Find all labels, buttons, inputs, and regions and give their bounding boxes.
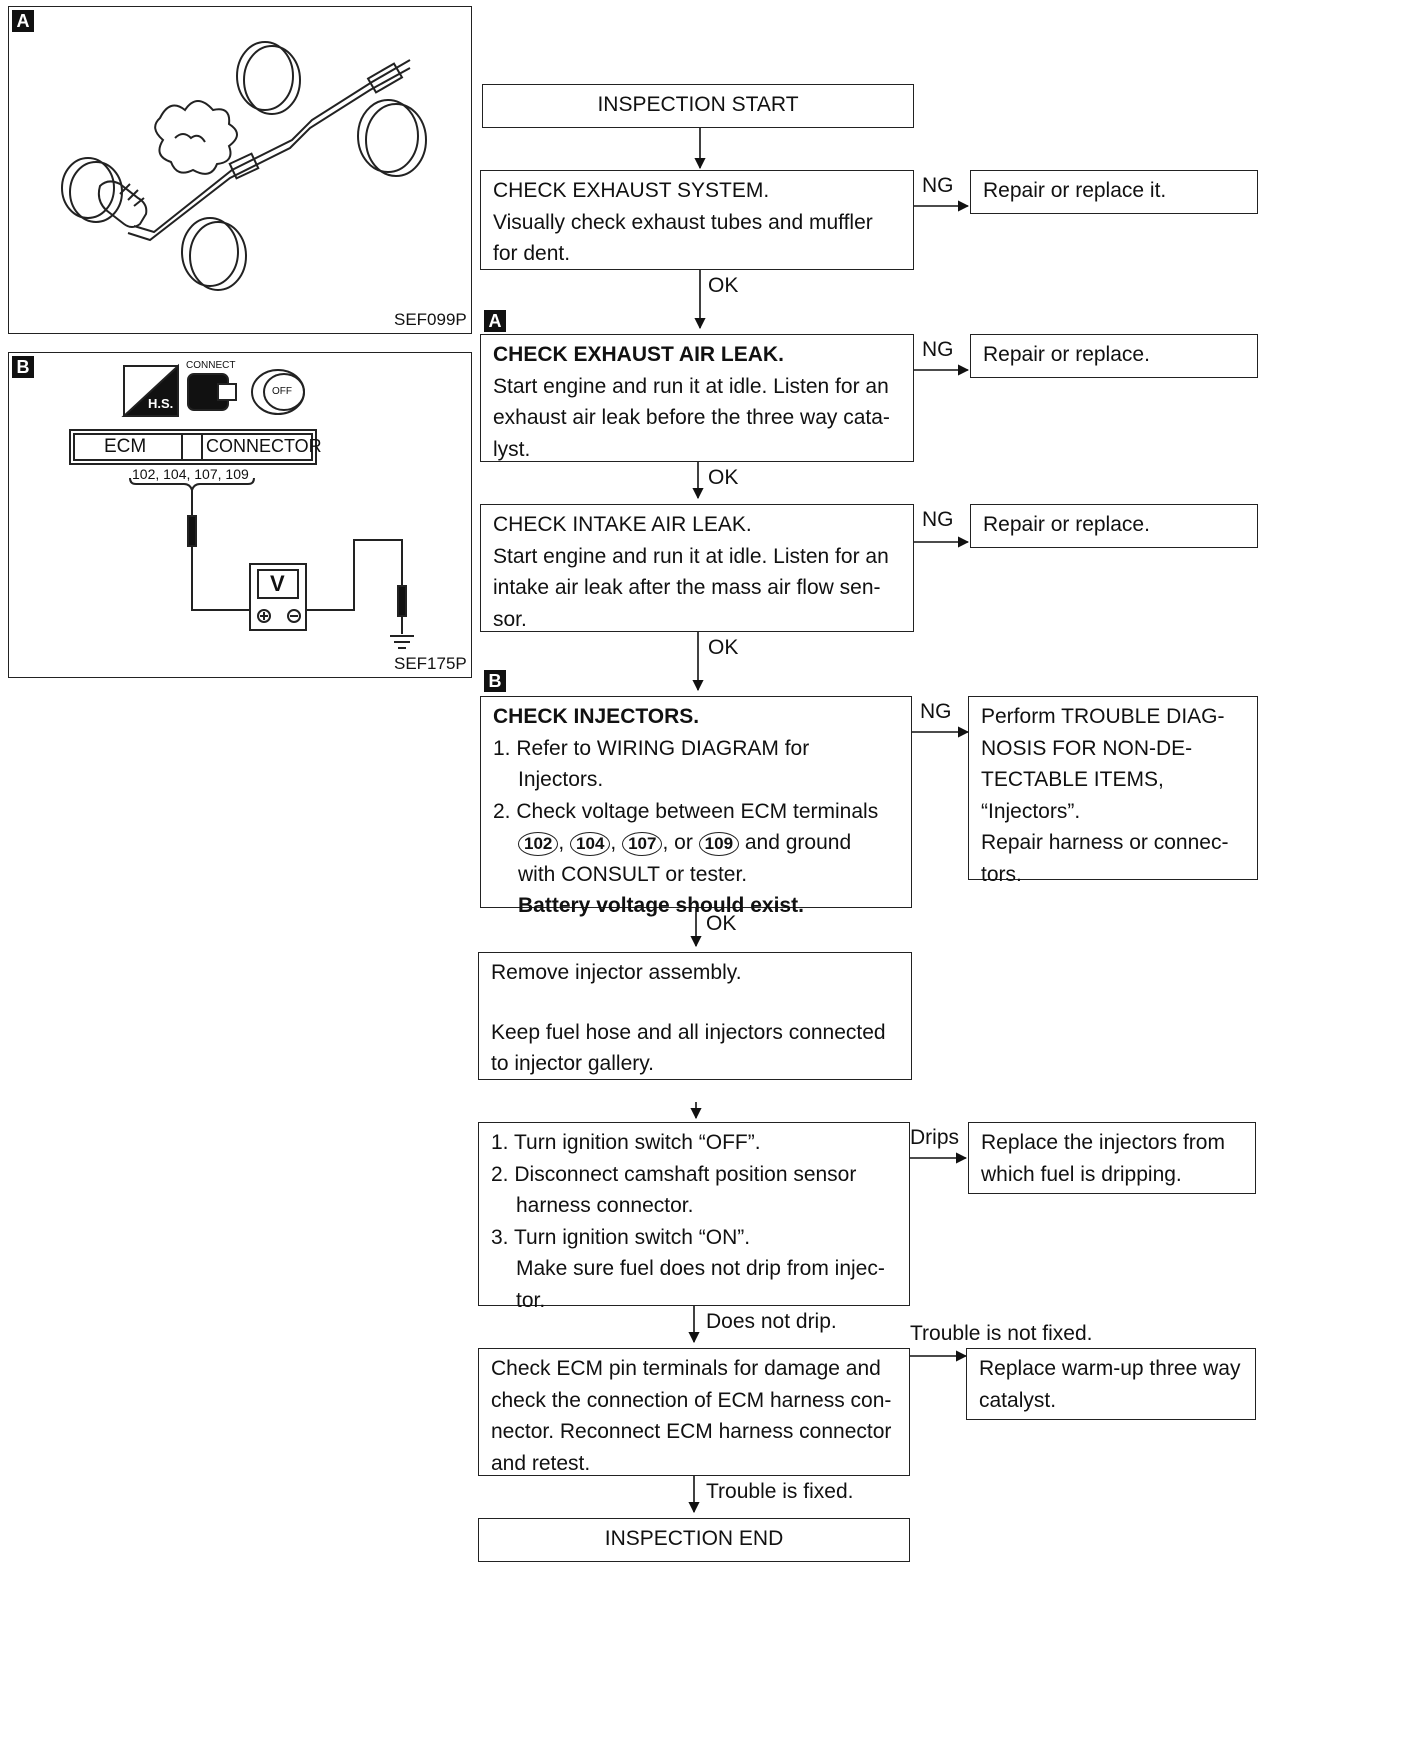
ignition-step1-number: 1. <box>491 1131 509 1154</box>
check-intake-air-leak-body: Start engine and run it at idle. Listen … <box>493 544 889 631</box>
step1-ok-label: OK <box>708 274 739 297</box>
terminal-107-badge: 107 <box>622 832 663 856</box>
step3-ng-label: NG <box>922 508 954 531</box>
step4-ng-label: NG <box>920 700 952 723</box>
figure-b-frame <box>8 352 472 678</box>
hs-icon-label: H.S. <box>148 396 174 411</box>
exhaust-system-illustration <box>61 41 427 291</box>
voltmeter-label: V <box>270 571 285 596</box>
step3-ng-action-text: Repair or replace. <box>983 513 1150 536</box>
step1-ng-action-text: Repair or replace it. <box>983 179 1167 202</box>
step4-ng-action-line3: TECTABLE ITEMS, <box>981 768 1164 791</box>
injector-item1-text: Refer to WIRING DIAGRAM for Injectors. <box>516 736 810 792</box>
check-exhaust-air-leak-body: Start engine and run it at idle. Listen … <box>493 374 890 461</box>
remove-injector-box: Remove injector assembly. Keep fuel hose… <box>478 952 912 1080</box>
ignition-step3-number: 3. <box>491 1225 509 1249</box>
ignition-step3-detail: Make sure fuel does not drip from injec-… <box>516 1257 885 1312</box>
trouble-fixed-label: Trouble is fixed. <box>706 1480 854 1503</box>
check-injectors-box: CHECK INJECTORS. 1. Refer to WIRING DIAG… <box>480 696 912 917</box>
step3-ok-label: OK <box>708 636 739 659</box>
step4-tag: B <box>484 670 506 692</box>
ignition-step1-text: Turn ignition switch “OFF”. <box>513 1131 761 1154</box>
replace-catalyst-text: Replace warm-up three way catalyst. <box>979 1357 1241 1412</box>
ignition-step3-text: Turn ignition switch “ON”. <box>513 1225 751 1249</box>
figure-b-tag: B <box>12 356 34 378</box>
step4-ng-action-line2: NOSIS FOR NON-DE- <box>981 736 1193 760</box>
drips-label: Drips <box>910 1126 960 1149</box>
terminal-or-text: , or <box>662 831 693 854</box>
injector-item2-number: 2. <box>493 799 511 823</box>
terminal-numbers: 102, 104, 107, 109 <box>132 466 249 482</box>
check-exhaust-air-leak-title: CHECK EXHAUST AIR LEAK. <box>493 343 784 366</box>
check-injectors-title: CHECK INJECTORS. <box>493 705 700 728</box>
step1-ng-action-box: Repair or replace it. <box>970 170 1258 214</box>
step4-ng-action-line5: Repair harness or connec- <box>981 831 1229 854</box>
check-exhaust-system-box: CHECK EXHAUST SYSTEM. Visually check exh… <box>480 170 914 270</box>
step4-ng-action-line4: “Injectors”. <box>981 799 1081 823</box>
check-ecm-pins-text: Check ECM pin terminals for damage and c… <box>491 1357 892 1475</box>
step1-ng-label: NG <box>922 174 954 197</box>
check-ecm-pins-box: Check ECM pin terminals for damage and c… <box>478 1348 910 1476</box>
remove-injector-line1: Remove injector assembly. <box>491 961 742 984</box>
terminal-list: 102, 104, 107, or 109 and ground <box>493 827 899 859</box>
step4-ok-label: OK <box>706 912 737 935</box>
figure-a-tag: A <box>12 10 34 32</box>
inspection-start-box: INSPECTION START <box>482 84 914 128</box>
replace-injectors-text: Replace the injectors from which fuel is… <box>981 1131 1225 1186</box>
check-exhaust-system-title: CHECK EXHAUST SYSTEM. <box>493 179 770 202</box>
step2-ng-action-box: Repair or replace. <box>970 334 1258 378</box>
ignition-step2-text: Disconnect camshaft position sensor harn… <box>514 1162 857 1218</box>
inspection-end-text: INSPECTION END <box>604 1527 784 1550</box>
connector-label: CONNECTOR <box>206 436 322 456</box>
figure-a-code: SEF099P <box>394 310 467 329</box>
remove-injector-spacer <box>491 989 899 1017</box>
remove-injector-line2: Keep fuel hose and all injectors connect… <box>491 1020 886 1076</box>
check-intake-air-leak-box: CHECK INTAKE AIR LEAK. Start engine and … <box>480 504 914 632</box>
step2-ok-label: OK <box>708 466 739 489</box>
figure-a-frame <box>8 6 472 334</box>
figure-b-code: SEF175P <box>394 654 467 673</box>
check-exhaust-system-body: Visually check exhaust tubes and muffler… <box>493 210 873 266</box>
ecm-voltage-illustration <box>69 363 414 649</box>
terminal-109-badge: 109 <box>698 832 740 856</box>
check-exhaust-air-leak-box: CHECK EXHAUST AIR LEAK. Start engine and… <box>480 334 914 462</box>
inspection-start-text: INSPECTION START <box>597 93 799 116</box>
step4-ng-action-line6: tors. <box>981 862 1022 886</box>
inspection-end-box: INSPECTION END <box>478 1518 910 1562</box>
step3-ng-action-box: Repair or replace. <box>970 504 1258 548</box>
ignition-check-box: 1. Turn ignition switch “OFF”. 2. Discon… <box>478 1122 910 1312</box>
step4-ng-action-line1: Perform TROUBLE DIAG- <box>981 705 1225 728</box>
step4-ng-action-box: Perform TROUBLE DIAG- NOSIS FOR NON-DE- … <box>968 696 1258 886</box>
terminal-102-badge: 102 <box>518 832 559 856</box>
does-not-drip-label: Does not drip. <box>706 1310 837 1333</box>
connect-icon-label: CONNECT <box>186 360 236 371</box>
replace-catalyst-box: Replace warm-up three way catalyst. <box>966 1348 1256 1420</box>
battery-voltage-result: Battery voltage should exist. <box>518 894 804 917</box>
check-intake-air-leak-title: CHECK INTAKE AIR LEAK. <box>493 513 752 536</box>
replace-injectors-box: Replace the injectors from which fuel is… <box>968 1122 1256 1194</box>
step2-tag: A <box>484 310 506 332</box>
ignition-step2-number: 2. <box>491 1162 509 1186</box>
step2-ng-label: NG <box>922 338 954 361</box>
terminal-ground-text: and ground <box>744 831 852 854</box>
injector-item1-number: 1. <box>493 736 511 760</box>
ecm-label: ECM <box>104 436 147 457</box>
trouble-not-fixed-label: Trouble is not fixed. <box>910 1322 1093 1345</box>
injector-item2-tail: with CONSULT or tester. <box>518 862 748 886</box>
terminal-104-badge: 104 <box>570 832 611 856</box>
off-key-icon: OFF <box>272 386 292 397</box>
step2-ng-action-text: Repair or replace. <box>983 343 1150 366</box>
injector-item2-text: Check voltage between ECM terminals <box>516 799 879 823</box>
